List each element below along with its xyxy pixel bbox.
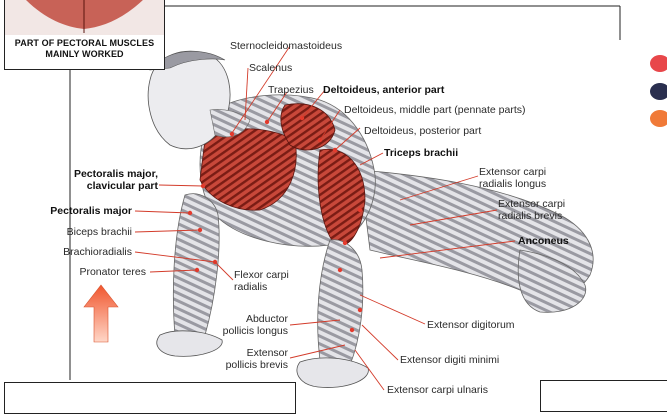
upward-arrow bbox=[83, 284, 119, 343]
label-abductor-pollicis-longus: Abductor pollicis longus bbox=[200, 313, 288, 337]
anatomy-figure: PART OF PECTORAL MUSCLES MAINLY WORKED S… bbox=[4, 0, 667, 414]
label-ecrl-line2: radialis longus bbox=[479, 178, 547, 191]
color-dot-navy bbox=[650, 83, 667, 100]
color-dot-orange bbox=[650, 110, 667, 127]
inset-caption-line1: PART OF PECTORAL MUSCLES bbox=[14, 38, 155, 48]
label-sternocleidomastoideus: Sternocleidomastoideus bbox=[230, 40, 343, 52]
label-pmc-line1: Pectoralis major, bbox=[73, 168, 158, 180]
leader-lines bbox=[134, 45, 516, 391]
label-flexor-carpi-radialis: Flexor carpi radialis bbox=[234, 269, 289, 293]
label-fcr-line2: radialis bbox=[234, 281, 268, 294]
pectoralis-major bbox=[199, 128, 297, 211]
inset-box-bottom-right bbox=[540, 380, 667, 412]
label-scalenus: Scalenus bbox=[249, 62, 293, 74]
label-ecrl-line1: Extensor carpi bbox=[479, 166, 547, 178]
label-pmc-line2: clavicular part bbox=[86, 180, 158, 193]
inset-caption: PART OF PECTORAL MUSCLES MAINLY WORKED bbox=[5, 38, 164, 61]
label-extensor-pollicis-brevis: Extensor pollicis brevis bbox=[200, 347, 288, 371]
label-pectoralis-major: Pectoralis major bbox=[50, 205, 132, 217]
label-pronator-teres: Pronator teres bbox=[79, 266, 146, 278]
label-epb-line2: pollicis brevis bbox=[225, 359, 288, 372]
label-ecrb-line2: radialis brevis bbox=[498, 210, 563, 223]
right-hand bbox=[296, 357, 369, 388]
label-biceps-brachii: Biceps brachii bbox=[66, 226, 132, 238]
label-epb-line1: Extensor bbox=[246, 347, 288, 359]
label-extensor-digiti-minimi: Extensor digiti minimi bbox=[400, 354, 500, 366]
label-pectoralis-clavicular: Pectoralis major, clavicular part bbox=[36, 168, 158, 192]
inset-caption-line2: MAINLY WORKED bbox=[45, 49, 124, 60]
inset-torso-illustration bbox=[5, 0, 164, 35]
label-ecrb-line1: Extensor carpi bbox=[498, 198, 566, 210]
label-deltoideus-middle: Deltoideus, middle part (pennate parts) bbox=[344, 104, 526, 116]
inset-box-pectoral: PART OF PECTORAL MUSCLES MAINLY WORKED bbox=[4, 0, 165, 70]
left-hand bbox=[156, 330, 223, 357]
label-extensor-carpi-radialis-longus: Extensor carpi radialis longus bbox=[479, 166, 546, 190]
label-brachioradialis: Brachioradialis bbox=[63, 246, 132, 258]
label-extensor-carpi-radialis-brevis: Extensor carpi radialis brevis bbox=[498, 198, 565, 222]
label-extensor-digitorum: Extensor digitorum bbox=[427, 319, 515, 331]
label-deltoideus-anterior: Deltoideus, anterior part bbox=[323, 84, 445, 96]
label-apl-line1: Abductor bbox=[245, 313, 288, 325]
label-apl-line2: pollicis longus bbox=[222, 325, 288, 338]
triceps bbox=[317, 148, 366, 247]
neck bbox=[209, 109, 251, 138]
label-trapezius: Trapezius bbox=[268, 84, 314, 96]
figure-illustration bbox=[69, 5, 621, 391]
inset-box-bottom-left bbox=[4, 382, 296, 414]
label-fcr-line1: Flexor carpi bbox=[234, 269, 289, 281]
label-anconeus: Anconeus bbox=[518, 235, 569, 247]
label-extensor-carpi-ulnaris: Extensor carpi ulnaris bbox=[387, 384, 488, 396]
label-deltoideus-posterior: Deltoideus, posterior part bbox=[364, 125, 482, 137]
color-dot-red bbox=[650, 55, 667, 72]
label-triceps-brachii: Triceps brachii bbox=[384, 147, 459, 159]
